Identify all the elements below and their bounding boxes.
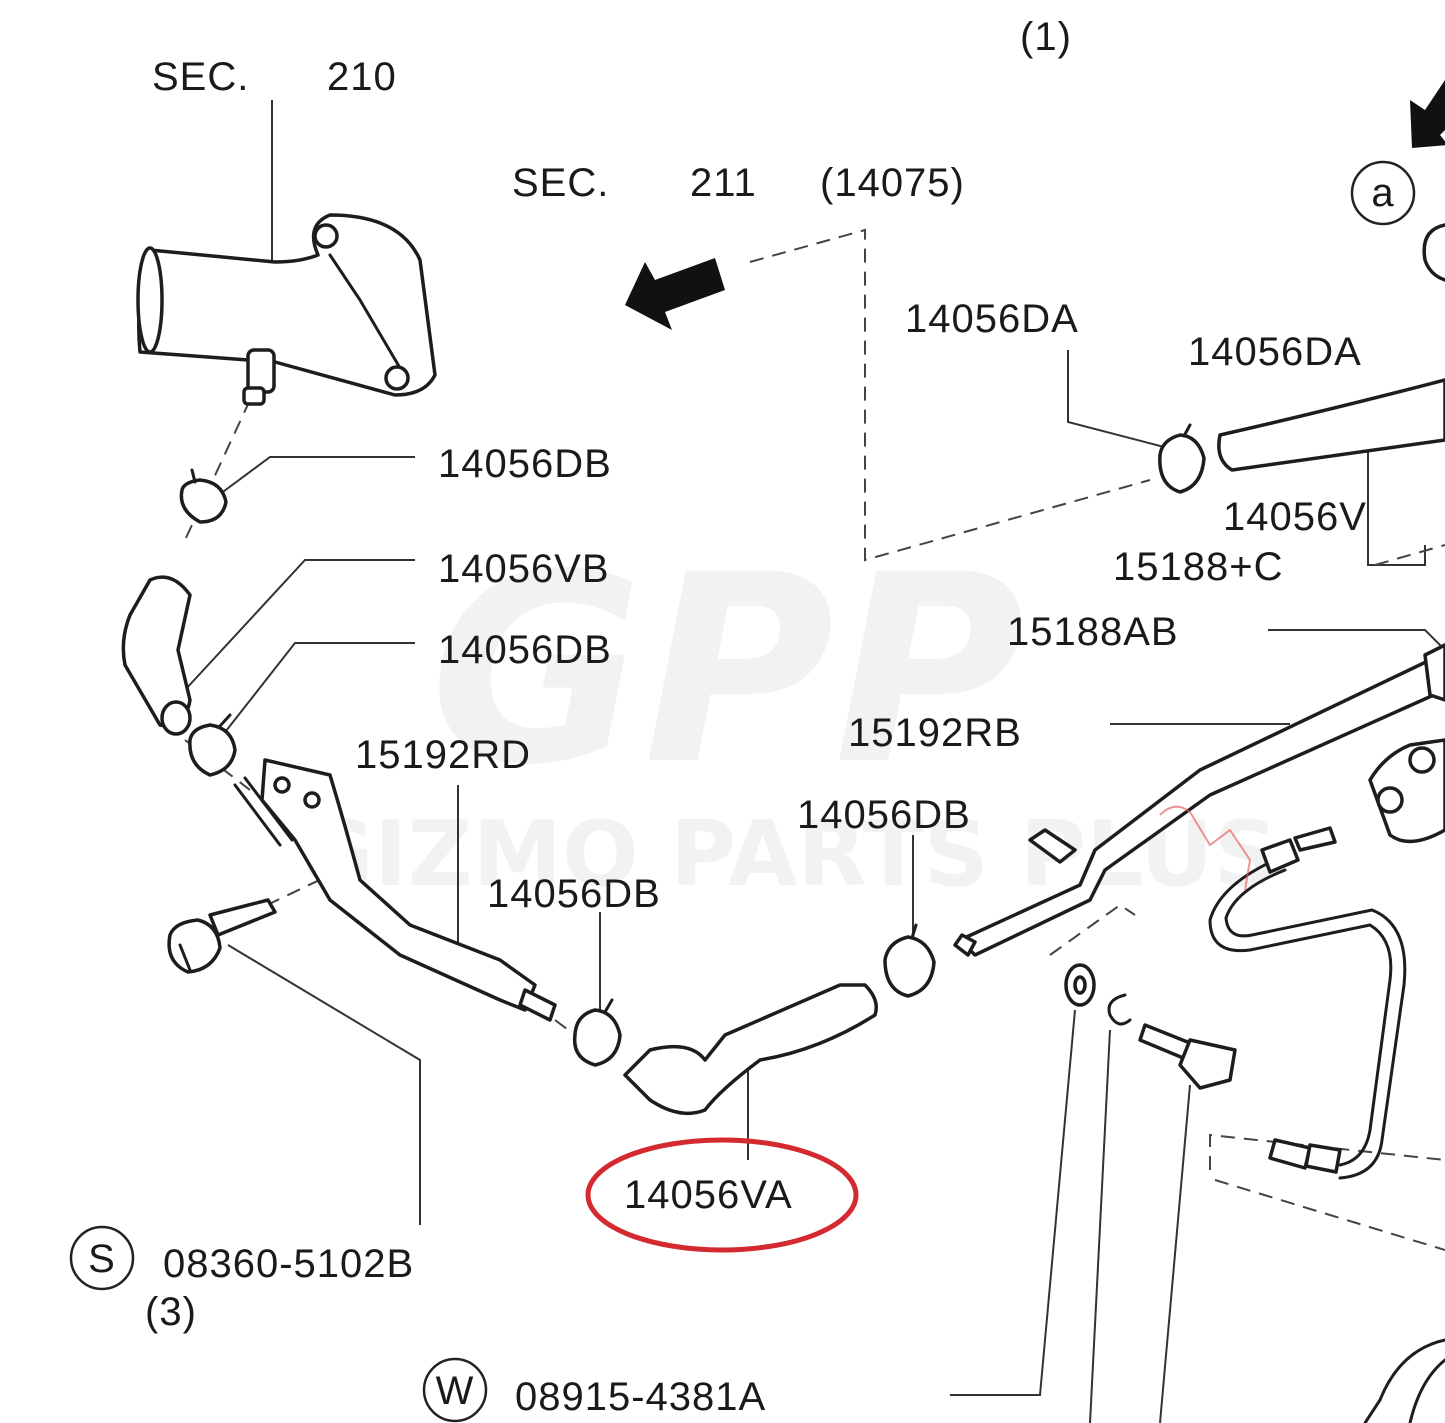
part-label-08915-4381A: 08915-4381A [515,1375,766,1419]
water-pipe-sec210 [136,213,437,406]
top-quantity: (1) [1020,15,1072,59]
part-label-14056VA: 14056VA [624,1173,793,1217]
part-label-14056DB: 14056DB [797,793,971,837]
section-number-211: 211 [690,161,757,205]
highlight-ellipse [585,1137,859,1253]
part-label-15188AB: 15188AB [1007,610,1179,654]
callout-a: a [1350,160,1416,226]
part-label-14056DA: 14056DA [1188,330,1362,374]
leader-lines [184,100,1445,1423]
quantity-label: (3) [145,1290,197,1334]
callout-a-letter: a [1371,171,1394,215]
arrow-down-icon [1410,80,1445,148]
section-label-sec210: SEC. [152,55,249,99]
part-label-08360-5102B: 08360-5102B [163,1242,414,1286]
hose-clamp [179,468,228,524]
callout-s: S [69,1225,135,1291]
callout-w: W [422,1357,488,1423]
hose-clamp [188,713,237,777]
part-label-14056DB: 14056DB [487,872,661,916]
part-label-14056DB: 14056DB [438,628,612,672]
hose-14056VB [121,575,192,736]
watermark-text: GIZMO PARTS PLUS [300,802,1278,907]
hose-clamp [572,998,622,1067]
arrow-left-icon [625,258,725,330]
hose-14056VA [623,983,878,1116]
pipe-15192RB [953,658,1445,957]
part-label-15192RB: 15192RB [848,711,1022,755]
part-label-14056DA: 14056DA [905,297,1079,341]
section-label-sec211: SEC. [512,161,609,205]
bolt-08360-5102B [167,898,277,974]
part-label-15188C: 15188+C [1113,545,1283,589]
pipe-15192RD [233,758,557,1022]
bolt-08915-4381A [1138,1023,1237,1090]
highlight-14056VA: 14056VA [585,1137,859,1253]
part-label-14056VB: 14056VB [438,547,610,591]
callout-w-letter: W [436,1369,475,1413]
part-label-15192RD: 15192RD [355,733,531,777]
callout-s-letter: S [88,1237,116,1281]
hose-14056V [1217,223,1445,472]
section-reference: (14075) [820,161,965,205]
snap-ring [1107,993,1132,1026]
hose-clamp [1158,423,1206,494]
watermark-logo: GPP [430,520,1025,822]
reference-mark [1159,805,1252,891]
sensor-line [1208,643,1445,1423]
part-label-14056V: 14056V [1223,495,1367,539]
washer [1064,963,1096,1007]
part-label-14056DB: 14056DB [438,442,612,486]
hose-clamp [883,923,936,998]
section-number-210: 210 [327,55,397,99]
